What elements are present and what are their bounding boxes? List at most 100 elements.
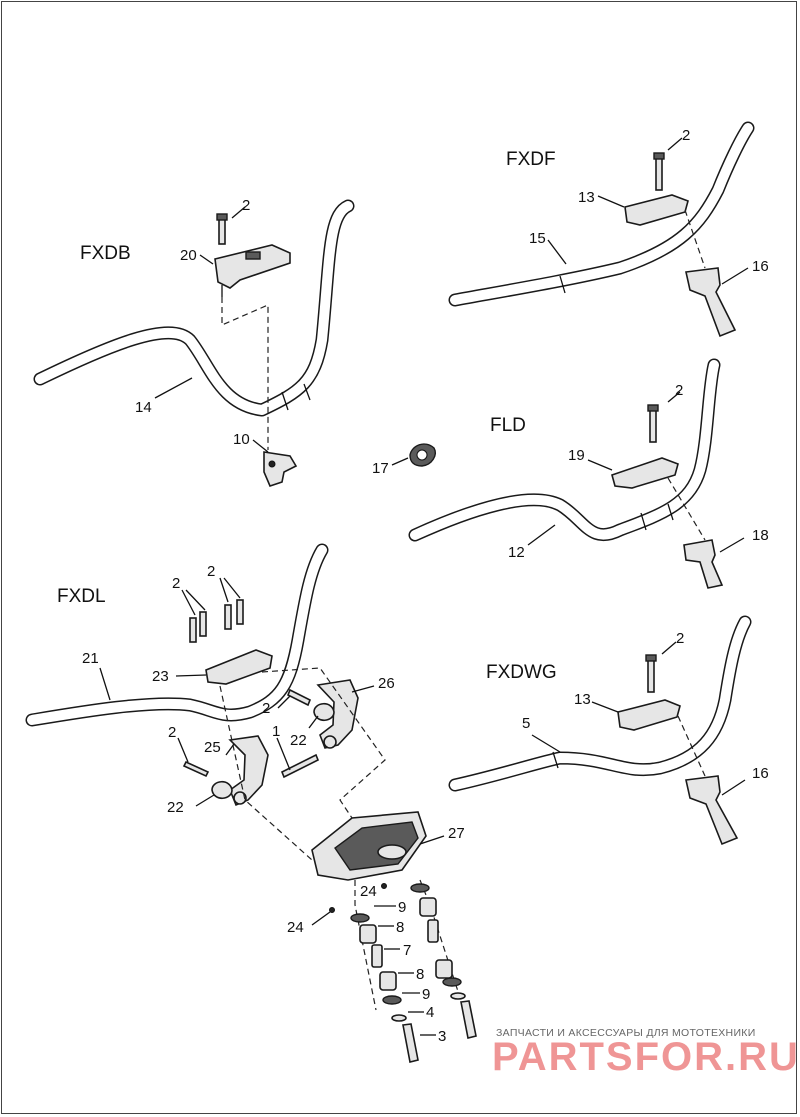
assembly-centerline	[221, 297, 269, 450]
leader-21	[99, 667, 111, 701]
callout-15: 15	[529, 230, 546, 247]
callout-10: 10	[233, 431, 250, 448]
bolt-head	[645, 654, 657, 662]
washer-9	[442, 977, 462, 987]
handlebar-15-fill	[450, 123, 753, 305]
clamp-22-left	[211, 780, 233, 800]
leader-25	[225, 743, 235, 756]
clamp-23	[205, 649, 273, 685]
bracket-27-hole	[377, 844, 407, 860]
riser-bolt-hole	[268, 460, 276, 468]
clamp-13-top	[624, 194, 689, 226]
leader-10	[252, 439, 269, 453]
bolt-2	[647, 659, 655, 693]
callout-20: 20	[180, 247, 197, 264]
centerline	[684, 209, 706, 269]
leader-2	[219, 577, 229, 603]
model-label-fxdl: FXDL	[57, 586, 106, 607]
callout-13: 13	[578, 189, 595, 206]
callout-2: 2	[172, 575, 180, 592]
watermark-tagline: ЗАПЧАСТИ И АКСЕССУАРЫ ДЛЯ МОТОТЕХНИКИ	[496, 1027, 756, 1039]
bolt-2	[189, 617, 197, 643]
leader-16	[721, 267, 749, 285]
riser-16-lower	[685, 775, 739, 846]
model-label-fxdf: FXDF	[506, 149, 556, 170]
callout-2: 2	[675, 382, 683, 399]
callout-9: 9	[422, 986, 430, 1003]
spacer-7	[371, 944, 383, 968]
model-label-fxdwg: FXDWG	[486, 662, 557, 683]
bolt-head	[216, 213, 228, 221]
bolt-head	[653, 152, 665, 160]
fld-group	[391, 358, 745, 589]
callout-14: 14	[135, 399, 152, 416]
leader-14	[154, 377, 193, 399]
leader-13	[597, 195, 625, 208]
leader-2	[185, 589, 206, 611]
callout-22: 22	[167, 799, 184, 816]
callout-2: 2	[262, 700, 270, 717]
knurl-mark	[667, 503, 674, 521]
callout-2: 2	[168, 724, 176, 741]
bushing-8	[359, 924, 377, 944]
leader-22	[308, 715, 319, 729]
handlebar-14-fill	[35, 201, 353, 415]
leader-2	[223, 577, 241, 599]
washer-9	[382, 995, 402, 1005]
clamp-22-right	[313, 702, 335, 722]
knurl-mark	[281, 391, 289, 411]
leader-27	[419, 835, 445, 845]
fxdl-group	[25, 543, 477, 1063]
callout-21: 21	[82, 650, 99, 667]
callout-23: 23	[152, 668, 169, 685]
handlebar-21-fill	[27, 545, 327, 725]
knurl-mark	[303, 383, 311, 401]
callout-12: 12	[508, 544, 525, 561]
callout-2: 2	[242, 197, 250, 214]
leader-17	[391, 457, 409, 466]
callout-19: 19	[568, 447, 585, 464]
bolt-1	[280, 753, 320, 779]
leader-22	[195, 794, 215, 807]
leader-23	[175, 674, 207, 677]
handlebar-12-fill	[410, 360, 719, 540]
bushing-8	[379, 971, 397, 991]
callout-13: 13	[574, 691, 591, 708]
leader-18	[719, 537, 745, 553]
leader-12	[527, 524, 556, 546]
leader-2	[177, 737, 189, 763]
leader-2	[231, 206, 246, 219]
leader-2	[277, 695, 291, 709]
riser-25-base	[233, 791, 247, 805]
grip-end	[559, 275, 566, 294]
leader-2	[181, 589, 196, 616]
callout-2: 2	[207, 563, 215, 580]
spacer-7	[427, 919, 439, 943]
callout-5: 5	[522, 715, 530, 732]
bushing-8	[419, 897, 437, 917]
handlebar-5-fill	[450, 617, 750, 790]
callout-26: 26	[378, 675, 395, 692]
clamp-text-plate	[245, 251, 261, 260]
callout-8: 8	[416, 966, 424, 983]
watermark-logo: PARTSFOR.RU	[492, 1035, 800, 1079]
riser-16	[685, 267, 737, 338]
leader-1	[276, 737, 291, 771]
leader-13	[591, 701, 619, 713]
riser-clamp-20	[214, 244, 291, 289]
screw-24	[329, 907, 335, 913]
bolt-2	[236, 599, 244, 625]
leader-19	[587, 459, 613, 471]
clamp-19	[611, 457, 679, 489]
leader-20	[199, 254, 214, 265]
bolt-2	[218, 217, 226, 245]
callout-9: 9	[398, 899, 406, 916]
callout-17: 17	[372, 460, 389, 477]
bolt-2	[199, 611, 207, 637]
callout-3: 3	[438, 1028, 446, 1045]
leader-2	[667, 391, 681, 403]
leader-5	[531, 734, 561, 753]
bolt-2	[224, 604, 232, 630]
